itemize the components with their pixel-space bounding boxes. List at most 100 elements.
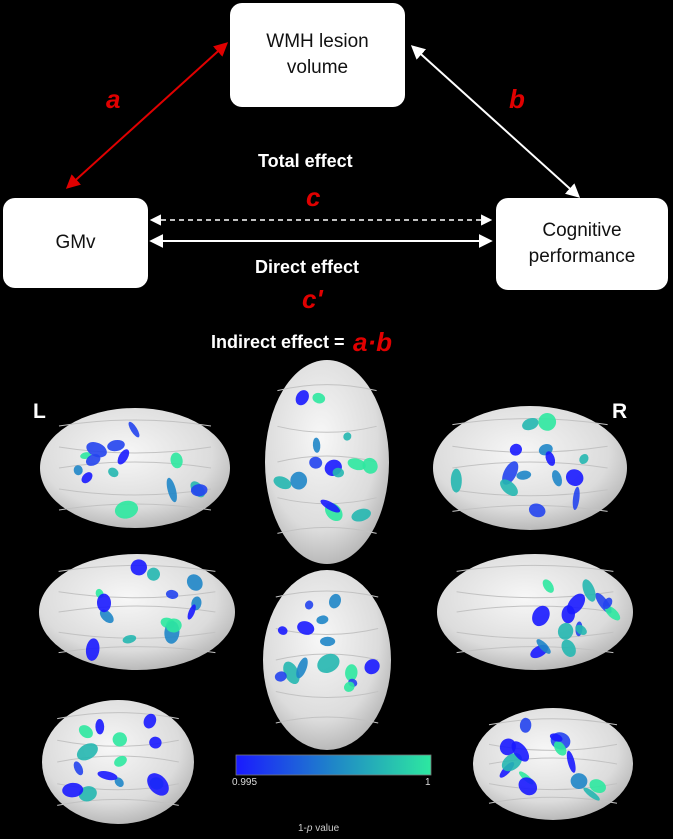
right-lateral-view [433,406,627,530]
activation-cluster [277,626,288,635]
activation-cluster [343,432,352,441]
activation-cluster [570,773,588,790]
activation-cluster [114,777,124,788]
activation-cluster [309,456,323,469]
sulcus-line [452,461,608,469]
activation-cluster [320,499,341,513]
activation-cluster [95,719,105,735]
path-a-arrow [65,42,229,189]
activation-cluster [73,465,83,476]
right-anterior-view [473,708,633,820]
activation-cluster [561,639,576,657]
activation-cluster [97,770,118,781]
sulcus-line [58,591,216,599]
activation-cluster [329,593,341,609]
sulcus-line [58,631,216,639]
activation-cluster [165,589,179,599]
activation-cluster [86,442,107,458]
activation-cluster [107,439,125,452]
activation-cluster [518,777,538,796]
activation-cluster [500,479,518,496]
activation-cluster [170,452,183,469]
indirect-effect-formula: a·b [353,327,392,357]
sulcus-line [488,718,618,726]
activation-cluster [316,615,329,625]
activation-cluster [273,476,292,490]
wmh-node-line2: volume [286,57,349,78]
activation-cluster [589,779,606,794]
total-effect-label: Total effect [258,151,353,171]
sulcus-line [456,605,614,613]
activation-cluster [516,470,532,480]
activation-cluster [528,503,546,518]
activation-cluster [450,468,462,493]
ventral-view [263,570,391,750]
activation-cluster [364,659,380,675]
activation-cluster [579,453,589,465]
cognitive-performance-node: Cognitive performance [496,198,668,290]
activation-cluster [99,609,114,624]
sulcus-line [452,445,608,453]
left-lateral-view [40,408,230,528]
sulcus-line [275,653,379,661]
sulcus-line [452,504,608,512]
gmv-node-label: GMv [55,232,96,254]
cog-node-line2: performance [528,246,636,267]
activation-cluster [76,743,98,761]
activation-cluster [114,500,139,519]
activation-cluster [295,390,309,406]
activation-cluster [502,461,519,485]
brain-surface [39,554,235,670]
activation-cluster [312,392,326,404]
sulcus-line [58,419,212,427]
activation-cluster [96,593,112,613]
activation-cluster [78,725,93,739]
activation-cluster [190,484,208,497]
activation-cluster [187,604,196,620]
brain-surface [473,708,633,820]
sulcus-line [456,631,614,639]
path-b-label: b [509,84,525,114]
activation-cluster [112,732,127,747]
activation-cluster [565,469,584,486]
activation-cluster [553,741,567,756]
sulcus-line [456,646,614,654]
activation-cluster [283,661,300,685]
path-c-prime-label: c' [302,284,323,314]
activation-cluster [317,653,340,673]
path-c-label: c [306,182,321,212]
sulcus-line [488,796,618,804]
path-b-arrow [410,45,581,198]
activation-cluster [81,472,93,484]
activation-cluster [566,750,576,773]
activation-cluster [149,736,162,749]
activation-cluster [85,454,101,466]
activation-cluster [78,786,97,802]
left-posterior-view [42,700,194,824]
activation-cluster [549,733,563,742]
activation-cluster [165,618,182,633]
activation-cluster [501,753,522,772]
activation-cluster [583,787,600,801]
sulcus-line [277,526,377,534]
activation-cluster [166,477,177,503]
activation-cluster [143,713,157,729]
activation-cluster [73,761,84,776]
indirect-effect-label: Indirect effect = [211,332,345,352]
activation-cluster [536,639,551,654]
activation-cluster [566,593,586,615]
activation-cluster [130,559,147,576]
activation-cluster [575,624,587,636]
sulcus-line [275,590,379,598]
colorbar-min-label: 0.995 [232,777,258,788]
colorbar-title-suffix: value [312,823,340,834]
right-medial-view [437,554,633,670]
activation-cluster [545,451,556,466]
activation-cluster [304,600,314,610]
activation-cluster [499,738,516,756]
activation-cluster [519,717,532,733]
activation-cluster [62,782,84,798]
